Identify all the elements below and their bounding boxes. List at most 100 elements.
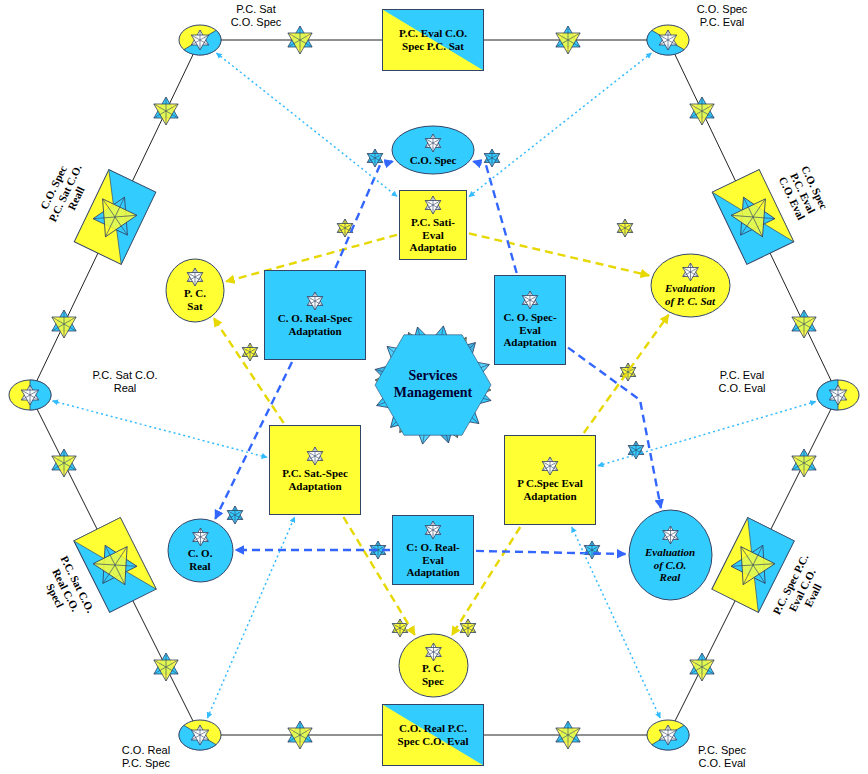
node-text-block: P. C. Sat xyxy=(177,287,214,312)
node-text-block: Evaluation of P. C. Sat xyxy=(664,282,716,307)
star-triangle xyxy=(359,332,491,461)
star-symbol xyxy=(659,725,676,745)
star-symbol xyxy=(242,343,258,361)
node-text-block: C: O. Real-Eval Adaptation xyxy=(399,541,467,579)
star-symbol xyxy=(425,643,441,661)
star-line xyxy=(392,624,408,633)
box-fill xyxy=(495,276,566,365)
star-line xyxy=(792,317,816,331)
star-symbol xyxy=(726,189,779,245)
star-line xyxy=(829,390,846,400)
star-symbol xyxy=(628,441,644,459)
process-ellipse: P. C. Spec xyxy=(398,633,469,698)
star-symbol xyxy=(617,219,633,237)
star-line xyxy=(792,456,816,470)
star-line xyxy=(690,104,714,118)
node-outline xyxy=(391,125,475,175)
box-label: C.O. Real P.C. Spec C.O. Eval xyxy=(389,722,477,747)
star-symbol xyxy=(460,619,476,637)
vertex-label: C.O. Spec P.C. Eval xyxy=(690,3,754,28)
star-symbol xyxy=(584,541,600,559)
star-symbol xyxy=(682,263,698,281)
box-label: P.C. Eval C.O. Spec P.C. Sat xyxy=(389,27,477,52)
ellipse-fill xyxy=(399,634,468,697)
star-line xyxy=(242,348,258,357)
star-line xyxy=(154,104,178,118)
star-symbol xyxy=(192,528,208,546)
star-line xyxy=(307,452,323,461)
node-text-block: P.C. Eval C.O. Eval xyxy=(707,369,777,394)
vertex-ellipse: C.O. Real P.C. Spec xyxy=(178,719,222,751)
star-line xyxy=(21,390,38,400)
star-symbol xyxy=(367,314,498,457)
node-text-block: C. O. Real xyxy=(179,547,221,572)
dashed-arrow xyxy=(476,551,626,554)
star-line xyxy=(792,456,816,470)
star-line xyxy=(425,526,441,535)
process-box: P C.Spec Eval Adaptation xyxy=(504,435,596,525)
star-line xyxy=(192,532,208,541)
star-line xyxy=(191,35,208,45)
star-line xyxy=(367,154,383,163)
star-line xyxy=(425,201,441,210)
star-symbol xyxy=(556,721,580,749)
star-symbol xyxy=(367,149,383,167)
star-line xyxy=(522,296,538,305)
star-line xyxy=(659,730,676,740)
star-line xyxy=(288,728,312,742)
star-line xyxy=(690,104,714,118)
side-panel: P.C. Spec P.C. Eval C.O. Evall xyxy=(718,517,788,613)
star-line xyxy=(227,511,243,520)
node-text-block: P. C. Spec xyxy=(411,662,456,687)
star-line xyxy=(307,297,323,306)
star-line xyxy=(620,368,636,377)
node-text-block: C.O. Real P.C. Spec xyxy=(114,744,178,769)
star-symbol xyxy=(288,721,312,749)
vertex-ellipse-fill xyxy=(179,25,221,55)
star-line xyxy=(662,531,678,540)
star-symbol xyxy=(542,457,558,475)
side-panel: C.O. Spec P.C. Eval C.O. Eval xyxy=(718,169,788,265)
star-line xyxy=(52,456,76,470)
star-line xyxy=(154,660,178,674)
ellipse-fill xyxy=(168,519,233,582)
vertex-ellipse-half xyxy=(179,725,216,750)
star-symbol xyxy=(659,30,676,50)
star-symbol xyxy=(425,134,441,152)
star-line xyxy=(227,511,243,520)
ellipse-label: C. O. Real xyxy=(179,547,221,572)
ellipse-label: P. C. Spec xyxy=(411,662,456,687)
dashed-arrow xyxy=(469,53,651,197)
process-ellipse: P. C. Sat xyxy=(165,258,225,323)
star-line xyxy=(191,730,208,740)
box-label: P.C. Sati-Eval Adaptatio xyxy=(406,216,460,254)
star-symbol xyxy=(21,385,38,405)
star-line xyxy=(187,272,203,281)
node-text-block: P.C. Sat C.O. Spec xyxy=(224,3,288,28)
star-symbol xyxy=(154,653,178,681)
vertex-ellipse: P.C. Spec C.O. Eval xyxy=(646,719,690,751)
box-fill xyxy=(270,426,361,515)
node-text-block: P.C. Sat.-Spec Adaptation xyxy=(276,467,354,492)
side-panel: C.O. Spec P.C. Sat C.O. Reall xyxy=(80,169,150,265)
node-text-block: P.C. Sati-Eval Adaptatio xyxy=(406,216,460,254)
side-panel-fill xyxy=(74,170,155,265)
dashed-arrow xyxy=(598,402,816,466)
star-symbol xyxy=(556,26,580,54)
star-line xyxy=(690,660,714,674)
star-line xyxy=(484,154,500,163)
star-line xyxy=(542,462,558,471)
star-symbol xyxy=(522,291,538,309)
vertex-ellipse-fill xyxy=(817,380,859,410)
star-symbol xyxy=(227,506,243,524)
vertex-ellipse-fill xyxy=(9,380,51,410)
vertex-label: P.C. Spec C.O. Eval xyxy=(690,744,754,769)
dashed-arrow xyxy=(473,161,517,273)
star-line xyxy=(93,199,137,235)
node-text-block: C.O. Spec P.C. Eval xyxy=(690,3,754,28)
star-symbol xyxy=(792,449,816,477)
star-line xyxy=(21,390,38,400)
star-triangle xyxy=(375,309,507,438)
vertex-ellipse-half xyxy=(184,30,221,55)
